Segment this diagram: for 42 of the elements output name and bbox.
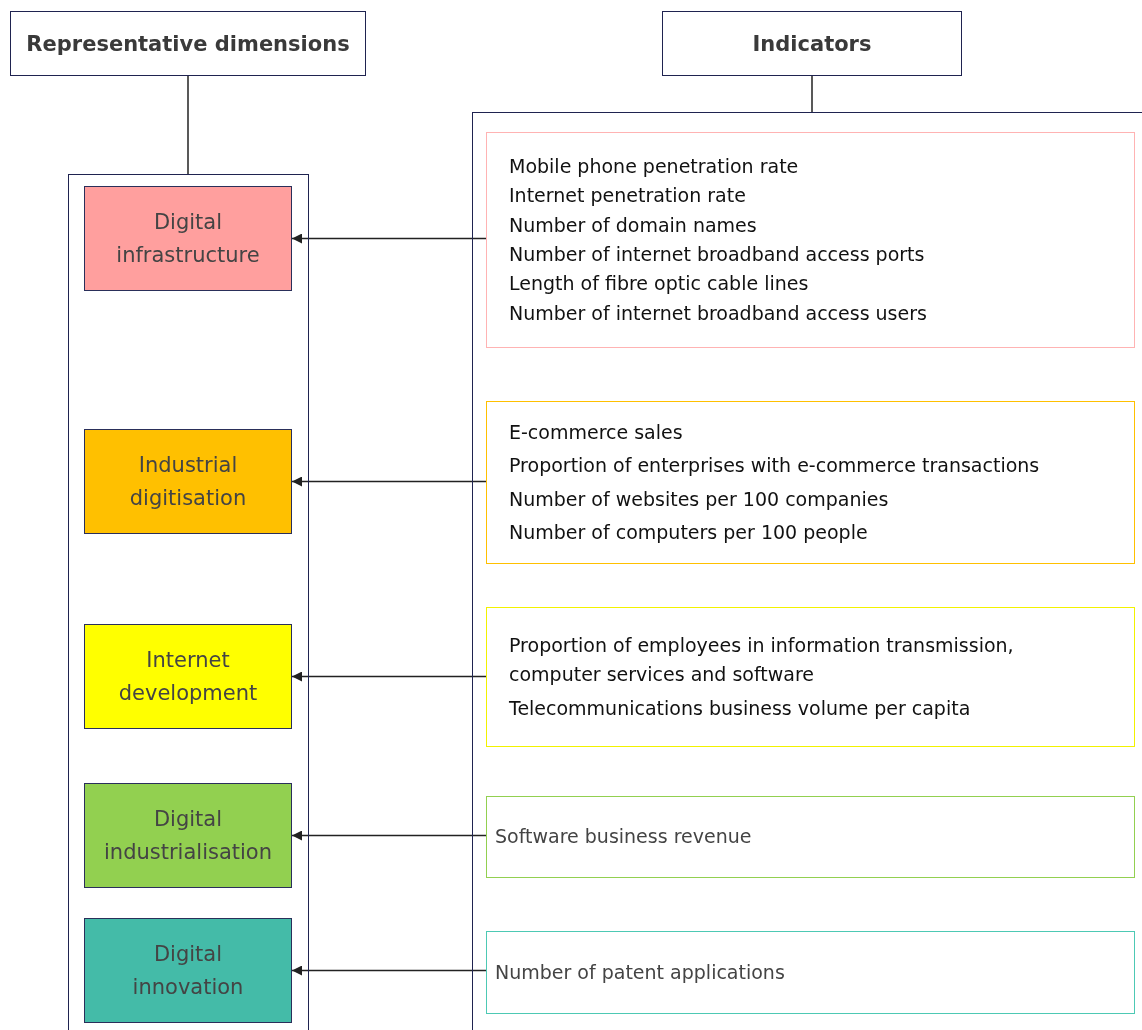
arrow — [291, 671, 487, 682]
indicator-text: Proportion of enterprises with e-commerce transactions — [509, 453, 1041, 479]
dimension-label: Digital industrialisation — [103, 805, 273, 866]
dimension-box — [84, 918, 292, 1023]
dimension-label: Digital infrastructure — [115, 208, 261, 269]
header-text: Indicators — [752, 31, 872, 56]
dimension-box — [84, 429, 292, 534]
indicator-text: Number of websites per 100 companies — [509, 486, 890, 512]
dimension-box — [84, 186, 292, 291]
indicator-text: Number of computers per 100 people — [509, 519, 869, 545]
arrow — [291, 476, 487, 487]
arrow — [291, 233, 487, 244]
header-box — [662, 11, 962, 76]
indicator-text: Software business revenue — [495, 824, 753, 850]
group-frame — [472, 112, 1142, 1030]
indicator-text: Length of fibre optic cable lines — [509, 271, 810, 297]
indicator-text: Mobile phone penetration rate — [509, 153, 800, 179]
dimension-label: Internet development — [117, 646, 259, 707]
dimension-label: Digital innovation — [131, 940, 245, 1001]
indicator-text: Number of internet broadband access ports — [509, 242, 926, 267]
indicator-text: E-commerce sales — [509, 419, 684, 445]
indicator-text: Number of patent applications — [495, 959, 786, 985]
arrow — [291, 965, 487, 976]
indicator-text: Number of internet broadband access users — [509, 300, 928, 326]
indicator-box — [486, 796, 1135, 878]
indicator-text: Number of domain names — [509, 212, 758, 238]
indicator-box — [486, 401, 1135, 564]
header-box — [10, 11, 366, 76]
group-frame — [68, 174, 309, 1030]
indicator-box — [486, 607, 1135, 747]
dimension-label: Industrial digitisation — [128, 451, 248, 512]
header-text: Representative dimensions — [26, 31, 350, 56]
arrow — [291, 830, 487, 841]
indicator-box — [486, 132, 1135, 348]
indicator-text: Internet penetration rate — [509, 183, 747, 209]
indicator-text: Proportion of employees in information transmission, computer services and software — [509, 632, 1015, 688]
dimension-box — [84, 624, 292, 729]
indicator-box — [486, 931, 1135, 1014]
dimension-box — [84, 783, 292, 888]
connector-line — [811, 75, 813, 113]
indicator-text: Telecommunications business volume per capita — [509, 695, 972, 721]
connector-line — [187, 75, 189, 175]
